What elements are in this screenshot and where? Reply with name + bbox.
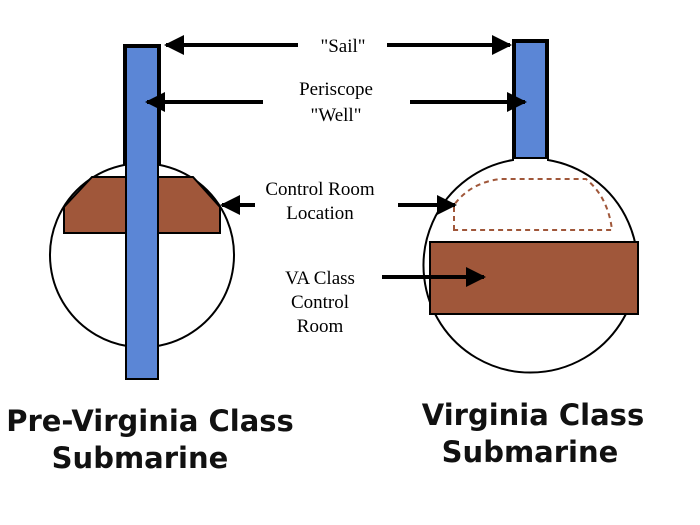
right-submarine bbox=[422, 39, 639, 374]
va-label-line2: Control bbox=[291, 292, 349, 313]
right-caption-line2: Submarine bbox=[442, 435, 619, 469]
left-periscope-well bbox=[125, 46, 159, 380]
control-room-label-line1: Control Room bbox=[265, 179, 374, 200]
left-caption-line2: Submarine bbox=[52, 441, 229, 475]
va-label-line1: VA Class bbox=[285, 268, 355, 289]
periscope-label-line2: "Well" bbox=[311, 105, 362, 126]
right-caption-line1: Virginia Class bbox=[422, 398, 644, 432]
arrows bbox=[145, 35, 527, 287]
control-room-label-line2: Location bbox=[286, 203, 354, 224]
left-caption-line1: Pre-Virginia Class bbox=[6, 404, 294, 438]
left-submarine bbox=[49, 44, 235, 380]
sail-label: "Sail" bbox=[320, 36, 365, 57]
periscope-label-line1: Periscope bbox=[299, 79, 373, 100]
old-control-room-location bbox=[453, 178, 614, 231]
va-label-line3: Room bbox=[297, 316, 344, 337]
